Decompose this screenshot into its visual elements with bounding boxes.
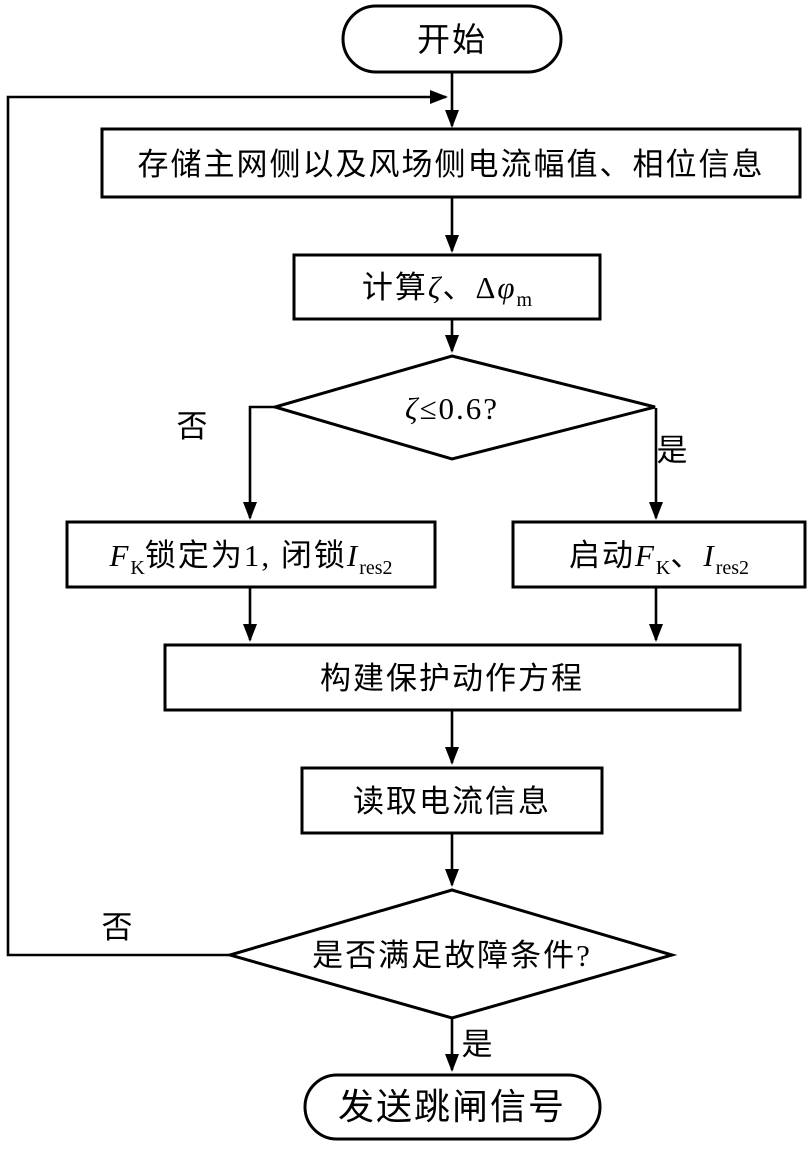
- fault-decision-label: 是否满足故障条件?: [312, 938, 592, 973]
- ires-subscript: res2: [359, 557, 392, 579]
- edge-label-zeta-yes: 是: [657, 433, 690, 468]
- node-fault-decision: 是否满足故障条件?: [224, 888, 678, 1020]
- zeta-condition-text: ≤0.6?: [420, 391, 500, 426]
- build-equation-label: 构建保护动作方程: [320, 661, 584, 696]
- edges: [6, 72, 663, 1072]
- read-current-shape: [300, 766, 604, 835]
- calc-params-shape: [292, 253, 602, 321]
- start-label: 开始: [417, 22, 487, 59]
- node-read-current: 读取电流信息: [300, 766, 604, 835]
- fk-subscript: K: [656, 557, 671, 579]
- send-trip-terminal-shape: [303, 1073, 602, 1141]
- node-send-trip: 发送跳闸信号: [303, 1073, 602, 1141]
- read-current-label: 读取电流信息: [353, 784, 551, 819]
- node-lock-fk: FK锁定为1, 闭锁Ires2: [65, 520, 437, 589]
- phi-symbol: φ: [497, 270, 516, 305]
- store-info-label: 存储主网侧以及风场侧电流幅值、相位信息: [138, 147, 765, 182]
- start-terminal-shape: [341, 4, 563, 74]
- start-text: 启动: [569, 538, 635, 573]
- lock-fk-shape: [65, 520, 437, 589]
- edge-label-fault-yes: 是: [462, 1027, 495, 1062]
- lock-fk-label: FK锁定为1, 闭锁Ires2: [108, 538, 392, 579]
- build-equation-shape: [163, 643, 742, 712]
- edge-label-fault-no: 否: [102, 910, 135, 945]
- node-build-equation: 构建保护动作方程: [163, 643, 742, 712]
- zeta-symbol: ζ: [428, 270, 443, 305]
- zeta-decision-label: ζ≤0.6?: [405, 391, 499, 426]
- edge-fault-no-loop: [6, 90, 448, 957]
- node-zeta-decision: ζ≤0.6?: [269, 354, 656, 461]
- ires-symbol: I: [346, 538, 359, 573]
- delta-text: 、Δ: [442, 270, 497, 305]
- edge-zeta-no-branch: [243, 405, 275, 520]
- fk-symbol: F: [634, 538, 656, 573]
- ires-symbol: I: [702, 538, 715, 573]
- zeta-symbol: ζ: [405, 391, 420, 426]
- fault-decision-shape: [224, 888, 678, 1020]
- node-start: 开始: [341, 4, 563, 74]
- node-start-fk: 启动FK、Ires2: [511, 520, 807, 589]
- ires-subscript: res2: [716, 557, 749, 579]
- fk-symbol: F: [108, 538, 130, 573]
- start-fk-label: 启动FK、Ires2: [569, 538, 749, 579]
- start-fk-shape: [511, 520, 807, 589]
- store-info-shape: [100, 127, 802, 199]
- phi-subscript-m: m: [517, 289, 533, 311]
- calc-text: 计算: [362, 270, 428, 305]
- calc-params-label: 计算ζ、Δφm: [362, 270, 533, 311]
- node-calc-params: 计算ζ、Δφm: [292, 253, 602, 321]
- zeta-decision-shape: [269, 354, 656, 461]
- fk-subscript: K: [130, 557, 145, 579]
- lock-text: 锁定为1, 闭锁: [145, 538, 347, 573]
- send-trip-label: 发送跳闸信号: [338, 1087, 566, 1127]
- edge-label-zeta-no: 否: [177, 409, 210, 444]
- node-store-info: 存储主网侧以及风场侧电流幅值、相位信息: [100, 127, 802, 199]
- enum-comma: 、: [670, 538, 703, 573]
